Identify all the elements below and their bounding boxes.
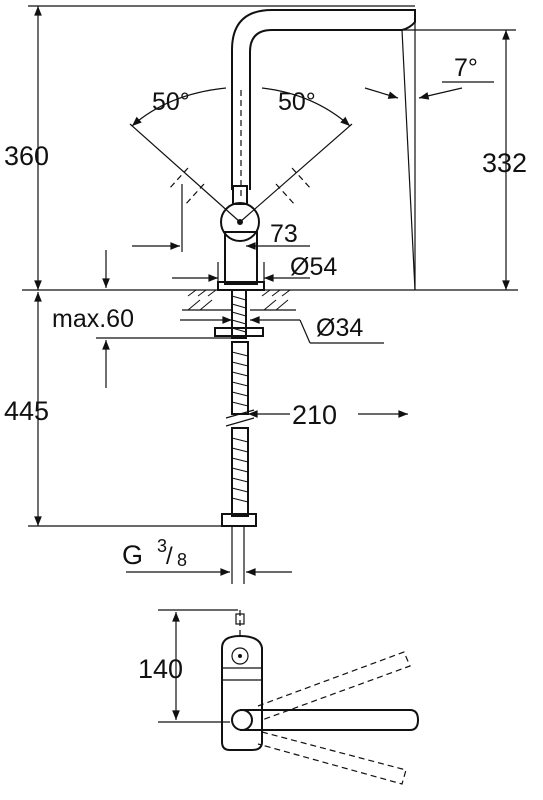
plan-view bbox=[158, 609, 420, 785]
dim-54-line bbox=[172, 262, 310, 282]
dim-332-label: 332 bbox=[482, 148, 527, 178]
dim-445-line bbox=[28, 292, 226, 527]
dim-360-line bbox=[28, 5, 415, 290]
dim-73-label: 73 bbox=[270, 220, 298, 248]
dim-34-line bbox=[180, 316, 384, 344]
dim-140-label: 140 bbox=[138, 654, 183, 684]
dim-g-denominator: 8 bbox=[177, 550, 187, 570]
dim-g38-line bbox=[126, 526, 292, 584]
dim-34-label: Ø34 bbox=[316, 314, 363, 342]
angle-7-label: 7° bbox=[454, 54, 478, 82]
faucet-body bbox=[217, 9, 416, 291]
angle-7-lines bbox=[364, 22, 494, 291]
lever-swing-right bbox=[239, 87, 353, 223]
dim-445-label: 445 bbox=[4, 396, 49, 426]
dim-max60-line bbox=[96, 250, 232, 388]
dim-g-slash: / bbox=[166, 543, 173, 570]
angle-50-left-label: 50° bbox=[152, 88, 190, 116]
lever-swing-left bbox=[129, 87, 241, 223]
dim-54-label: Ø54 bbox=[290, 253, 337, 281]
dim-max60-label: max.60 bbox=[52, 305, 134, 333]
dim-g-label: G bbox=[122, 540, 143, 570]
dim-210-label: 210 bbox=[292, 400, 337, 430]
dim-360-label: 360 bbox=[4, 141, 49, 171]
dim-73-line bbox=[132, 184, 310, 252]
dim-g-numerator: 3 bbox=[157, 536, 167, 556]
countertop-section bbox=[182, 289, 296, 339]
hoses bbox=[221, 341, 257, 527]
angle-50-right-label: 50° bbox=[278, 88, 316, 116]
dim-332-line bbox=[400, 29, 516, 290]
